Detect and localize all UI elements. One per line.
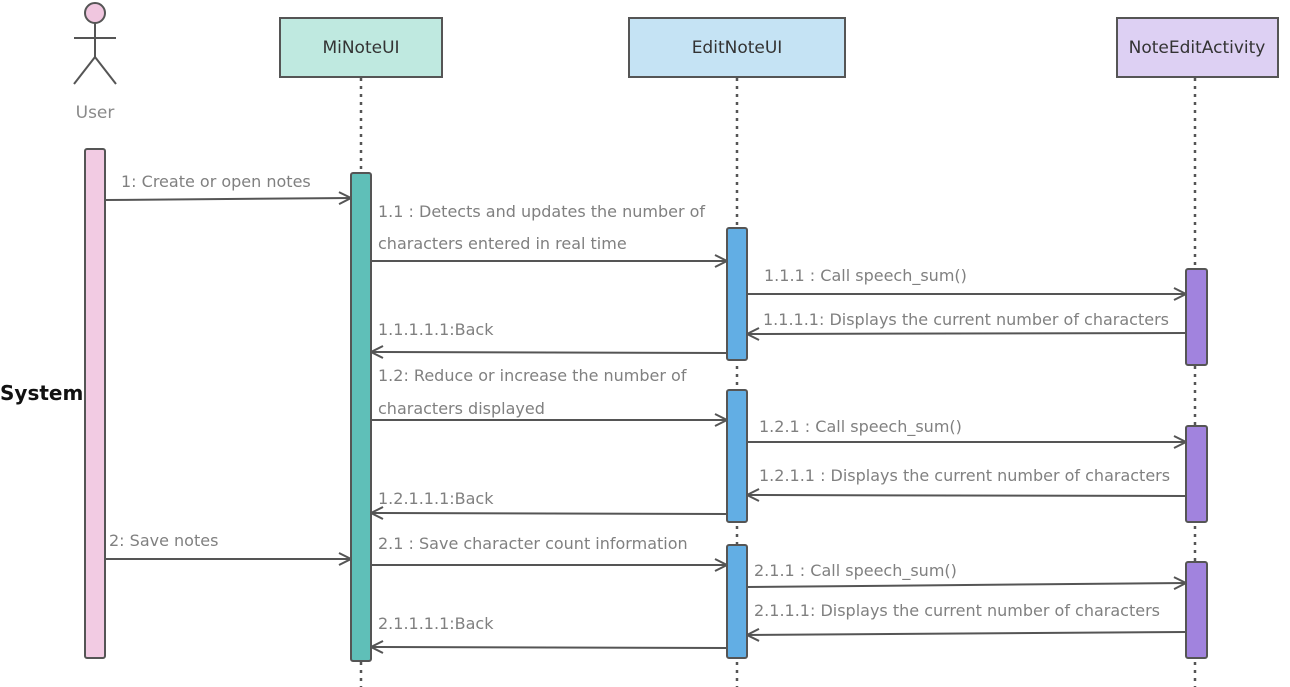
message-label-1: 1: Create or open notes	[121, 172, 311, 191]
message-arrow-2-1-1	[746, 583, 1186, 587]
message-label-2-1-1-1: 2.1.1.1: Displays the current number of …	[754, 601, 1160, 620]
message-arrow-1-2-1-1-1	[371, 513, 728, 514]
participant-label-editnote: EditNoteUI	[692, 38, 783, 58]
actor-label: User	[76, 103, 115, 123]
message-label-1-2-1-1: 1.2.1.1 : Displays the current number of…	[759, 466, 1170, 485]
message-arrow-1-1-1-1-1	[371, 352, 728, 353]
activation-editnote-1	[726, 227, 748, 361]
activation-noteedit-3	[1185, 561, 1208, 659]
message-arrow-1-1-1-1	[747, 333, 1187, 334]
message-label-1-1-line1: 1.1 : Detects and updates the number of	[378, 202, 705, 221]
message-label-2-1-1-1-1: 2.1.1.1.1:Back	[378, 614, 494, 633]
participant-minote: MiNoteUI	[279, 17, 443, 78]
message-label-2-1-1: 2.1.1 : Call speech_sum()	[754, 561, 957, 581]
activation-minote	[350, 172, 372, 662]
user-actor: User	[73, 2, 117, 123]
participant-noteedit: NoteEditActivity	[1116, 17, 1279, 78]
participant-editnote: EditNoteUI	[628, 17, 846, 78]
message-label-1-2-1: 1.2.1 : Call speech_sum()	[759, 417, 962, 437]
message-label-1-1-1: 1.1.1 : Call speech_sum()	[764, 266, 967, 286]
message-arrow-1	[104, 198, 351, 200]
message-arrow-1-2-1-1	[747, 495, 1187, 496]
message-label-1-1-1-1: 1.1.1.1: Displays the current number of …	[763, 310, 1169, 329]
message-label-2-1: 2.1 : Save character count information	[378, 534, 688, 553]
system-label: System	[0, 381, 83, 405]
message-label-2: 2: Save notes	[109, 531, 218, 550]
activation-user	[84, 148, 106, 659]
message-arrow-2-1-1-1	[747, 632, 1187, 635]
participant-label-minote: MiNoteUI	[322, 38, 399, 58]
actor-head-icon	[84, 2, 106, 24]
message-label-1-1-1-1-1: 1.1.1.1.1:Back	[378, 320, 494, 339]
message-label-1-2-line2: characters displayed	[378, 399, 545, 418]
message-label-1-1-line2: characters entered in real time	[378, 234, 627, 253]
participant-label-noteedit: NoteEditActivity	[1129, 38, 1266, 58]
activation-noteedit-2	[1185, 425, 1208, 523]
activation-editnote-3	[726, 544, 748, 659]
activation-editnote-2	[726, 389, 748, 523]
message-arrow-2-1-1-1-1	[371, 647, 728, 648]
message-label-1-2-1-1-1: 1.2.1.1.1:Back	[378, 489, 494, 508]
activation-noteedit-1	[1185, 268, 1208, 366]
message-label-1-2-line1: 1.2: Reduce or increase the number of	[378, 366, 687, 385]
